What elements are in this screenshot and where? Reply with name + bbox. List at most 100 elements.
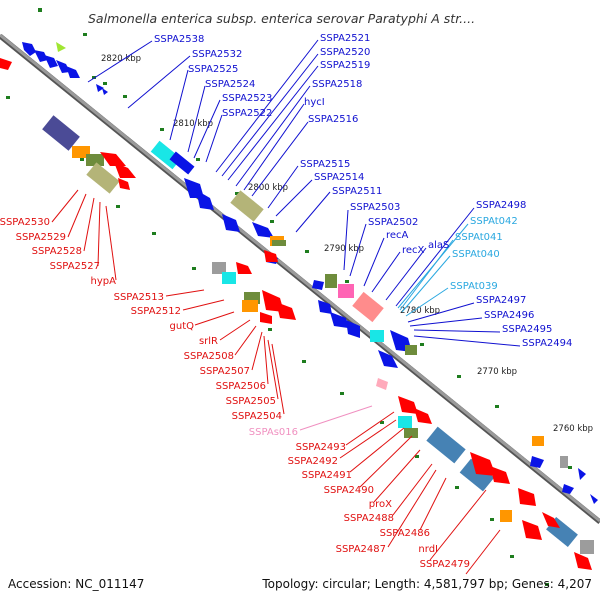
- gene-label[interactable]: SSPA2514: [314, 172, 364, 183]
- reverse-gene-arrow[interactable]: [264, 250, 278, 262]
- gene-label[interactable]: SSPA2530: [0, 217, 50, 228]
- reverse-gene-arrow[interactable]: [414, 408, 432, 424]
- gene-label[interactable]: SSPA2522: [222, 108, 272, 119]
- reverse-gene-arrow[interactable]: [470, 452, 496, 476]
- gene-label[interactable]: SSPA2497: [476, 295, 526, 306]
- gene-label[interactable]: SSPA2486: [380, 528, 430, 539]
- gene-label[interactable]: SSPA2487: [336, 544, 386, 555]
- reverse-gene-arrow[interactable]: [236, 262, 252, 274]
- gene-label[interactable]: gutQ: [170, 321, 195, 332]
- gene-label[interactable]: proX: [369, 499, 392, 510]
- gene-label[interactable]: SSPA2521: [320, 33, 370, 44]
- gene-label[interactable]: SSPA2524: [205, 79, 255, 90]
- forward-gene-arrow[interactable]: [196, 190, 214, 210]
- srna-feature[interactable]: [376, 378, 388, 390]
- misc-feature[interactable]: [56, 42, 66, 52]
- pseudo-feature[interactable]: [212, 262, 226, 274]
- forward-gene-arrow[interactable]: [590, 494, 598, 504]
- forward-gene-arrow[interactable]: [96, 84, 104, 92]
- forward-gene-arrow[interactable]: [378, 350, 398, 368]
- gene-label[interactable]: recA: [386, 230, 409, 241]
- forward-gene-arrow[interactable]: [44, 55, 58, 68]
- pseudo-feature[interactable]: [580, 540, 594, 554]
- gene-label[interactable]: SSPA2515: [300, 159, 350, 170]
- pseudo-feature[interactable]: [560, 456, 568, 468]
- forward-gene-arrow[interactable]: [66, 66, 80, 78]
- rrna-feature[interactable]: [426, 426, 466, 464]
- gene-label[interactable]: SSPA2488: [344, 513, 394, 524]
- reverse-gene-arrow[interactable]: [398, 396, 418, 414]
- gene-label[interactable]: SSPA2494: [522, 338, 572, 349]
- gene-label[interactable]: SSPA2504: [232, 411, 282, 422]
- reverse-gene-arrow[interactable]: [0, 58, 12, 70]
- forward-gene-arrow[interactable]: [56, 60, 70, 73]
- forward-gene-arrow[interactable]: [252, 222, 274, 238]
- gene-label[interactable]: SSPA2520: [320, 47, 370, 58]
- gene-label[interactable]: hypA: [91, 276, 117, 287]
- rrna-feature[interactable]: [86, 162, 120, 194]
- forward-gene-arrow[interactable]: [34, 50, 48, 62]
- gene-label[interactable]: SSPA2502: [368, 217, 418, 228]
- gene-label[interactable]: SSPA2518: [312, 79, 362, 90]
- misc-feature[interactable]: [532, 436, 544, 446]
- forward-gene-arrow[interactable]: [530, 456, 544, 468]
- misc-feature[interactable]: [272, 240, 286, 246]
- gene-label[interactable]: SSPA2508: [184, 351, 234, 362]
- forward-gene-arrow[interactable]: [102, 88, 108, 95]
- reverse-gene-arrow[interactable]: [118, 178, 130, 190]
- gene-label[interactable]: SSPA2505: [226, 396, 276, 407]
- gene-label[interactable]: SSPA2516: [308, 114, 358, 125]
- gene-label[interactable]: SSPA2490: [324, 485, 374, 496]
- misc-feature[interactable]: [242, 300, 258, 312]
- trna-feature[interactable]: [398, 416, 412, 428]
- trna-feature[interactable]: [222, 272, 236, 284]
- gene-label[interactable]: SSPA2527: [50, 261, 100, 272]
- gene-label[interactable]: SSPA2512: [131, 306, 181, 317]
- forward-gene-arrow[interactable]: [578, 468, 586, 480]
- gene-label[interactable]: SSPA2479: [420, 559, 470, 570]
- forward-gene-arrow[interactable]: [346, 320, 360, 338]
- reverse-gene-arrow[interactable]: [518, 488, 536, 506]
- gene-label[interactable]: SSPA2538: [154, 34, 204, 45]
- forward-gene-arrow[interactable]: [22, 42, 36, 56]
- forward-gene-arrow[interactable]: [222, 214, 240, 232]
- misc-feature[interactable]: [405, 345, 417, 355]
- gene-label[interactable]: hycI: [304, 97, 325, 108]
- gene-label[interactable]: recX: [402, 245, 425, 256]
- gene-label[interactable]: SSPAt039: [450, 281, 498, 292]
- reverse-gene-arrow[interactable]: [100, 152, 126, 166]
- misc-feature[interactable]: [86, 154, 104, 166]
- rrna-feature[interactable]: [230, 190, 264, 222]
- gene-label[interactable]: SSPA2507: [200, 366, 250, 377]
- gene-label[interactable]: SSPA2506: [216, 381, 266, 392]
- rrna-feature[interactable]: [42, 115, 80, 151]
- reverse-gene-arrow[interactable]: [542, 512, 560, 528]
- reverse-gene-arrow[interactable]: [522, 520, 542, 540]
- gene-label[interactable]: SSPA2503: [350, 202, 400, 213]
- trna-feature[interactable]: [370, 330, 384, 342]
- gene-label[interactable]: srlR: [199, 336, 218, 347]
- misc-feature[interactable]: [325, 274, 337, 288]
- gene-label[interactable]: SSPA2495: [502, 324, 552, 335]
- misc-feature[interactable]: [338, 284, 354, 298]
- reverse-gene-arrow[interactable]: [276, 302, 296, 320]
- rrna-feature[interactable]: [459, 458, 495, 492]
- gene-label[interactable]: SSPA2523: [222, 93, 272, 104]
- gene-label[interactable]: SSPA2513: [114, 292, 164, 303]
- gene-label[interactable]: SSPAt041: [455, 232, 503, 243]
- gene-label[interactable]: SSPA2498: [476, 200, 526, 211]
- gene-label[interactable]: SSPA2493: [296, 442, 346, 453]
- forward-gene-arrow[interactable]: [562, 484, 574, 494]
- forward-gene-arrow[interactable]: [169, 151, 195, 175]
- rrna-feature[interactable]: [352, 291, 384, 323]
- misc-feature[interactable]: [404, 428, 418, 438]
- gene-label[interactable]: SSPA2519: [320, 60, 370, 71]
- forward-gene-arrow[interactable]: [318, 300, 332, 314]
- reverse-gene-arrow[interactable]: [490, 466, 510, 484]
- gene-label[interactable]: SSPA2529: [16, 232, 66, 243]
- gene-label[interactable]: SSPA2532: [192, 49, 242, 60]
- gene-label[interactable]: SSPA2511: [332, 186, 382, 197]
- gene-label[interactable]: nrdI: [418, 544, 438, 555]
- forward-gene-arrow[interactable]: [330, 312, 348, 328]
- reverse-gene-arrow[interactable]: [260, 312, 272, 324]
